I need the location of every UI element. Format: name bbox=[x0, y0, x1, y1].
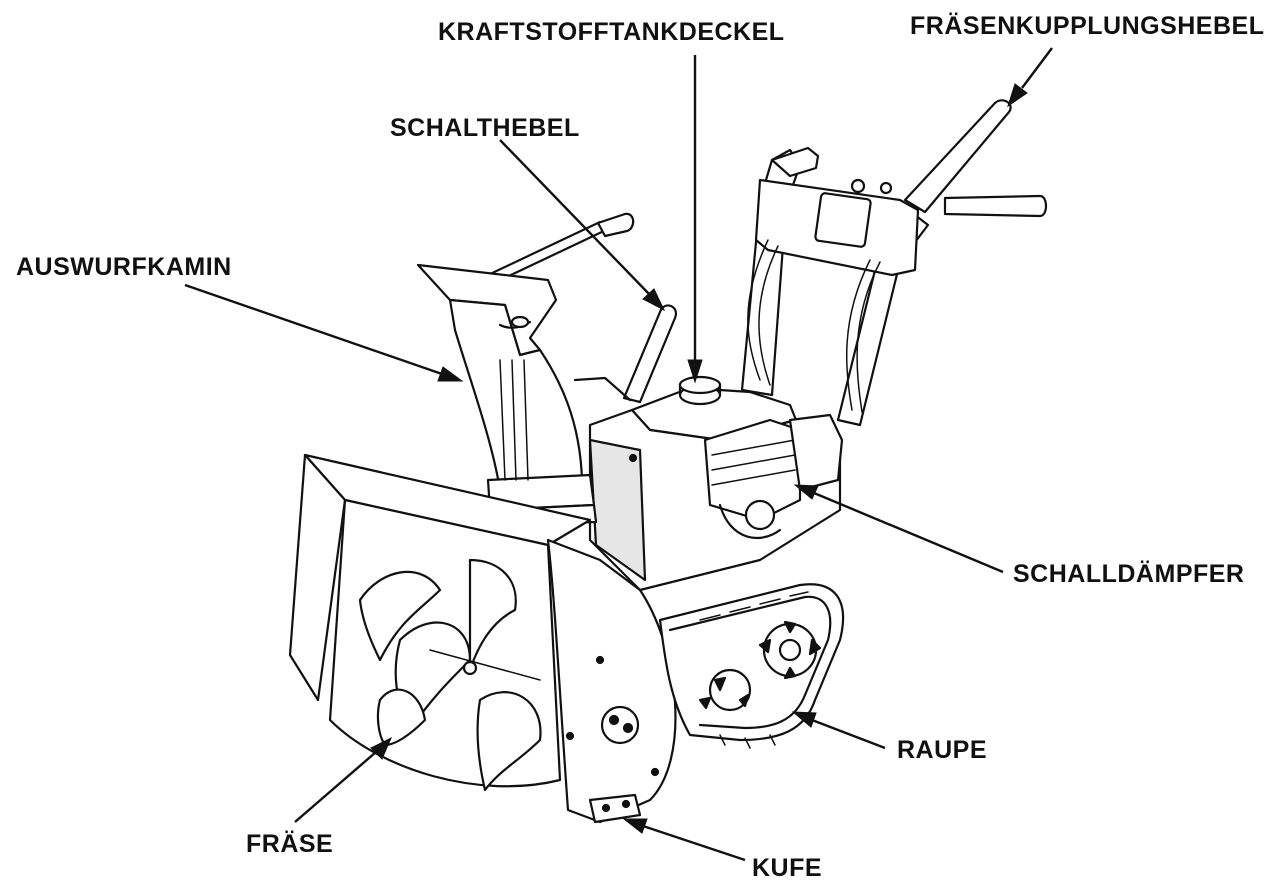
leader-track bbox=[811, 718, 886, 750]
handlebar bbox=[740, 99, 1048, 427]
arrow-auger bbox=[370, 736, 392, 760]
track bbox=[658, 583, 845, 749]
leader-chute bbox=[184, 283, 443, 376]
snowblower-illustration bbox=[288, 99, 1048, 824]
arrow-auger-clutch bbox=[1007, 83, 1028, 108]
label-track: RAUPE bbox=[897, 736, 988, 764]
leader-shift-lever bbox=[499, 139, 651, 296]
label-auger: FRÄSE bbox=[246, 830, 334, 858]
leader-auger-clutch bbox=[1021, 47, 1053, 89]
auger bbox=[358, 558, 542, 792]
label-fuel-cap: KRAFTSTOFFTANKDECKEL bbox=[438, 18, 785, 46]
arrow-muffler bbox=[793, 484, 819, 500]
label-chute: AUSWURFKAMIN bbox=[16, 253, 232, 281]
arrow-skid bbox=[622, 818, 648, 834]
label-muffler: SCHALLDÄMPFER bbox=[1013, 560, 1245, 588]
arrow-chute bbox=[437, 366, 464, 382]
label-auger-clutch: FRÄSENKUPPLUNGSHEBEL bbox=[910, 12, 1265, 40]
leader-skid bbox=[642, 824, 746, 862]
arrow-fuel-cap bbox=[687, 359, 703, 384]
leader-lines bbox=[184, 47, 1053, 862]
label-shift-lever: SCHALTHEBEL bbox=[390, 114, 580, 142]
arrow-shift-lever bbox=[642, 288, 666, 312]
arrow-track bbox=[791, 711, 817, 728]
leader-auger bbox=[294, 751, 377, 823]
leader-muffler bbox=[813, 491, 1004, 574]
label-skid: KUFE bbox=[752, 854, 823, 882]
engine bbox=[486, 212, 844, 592]
